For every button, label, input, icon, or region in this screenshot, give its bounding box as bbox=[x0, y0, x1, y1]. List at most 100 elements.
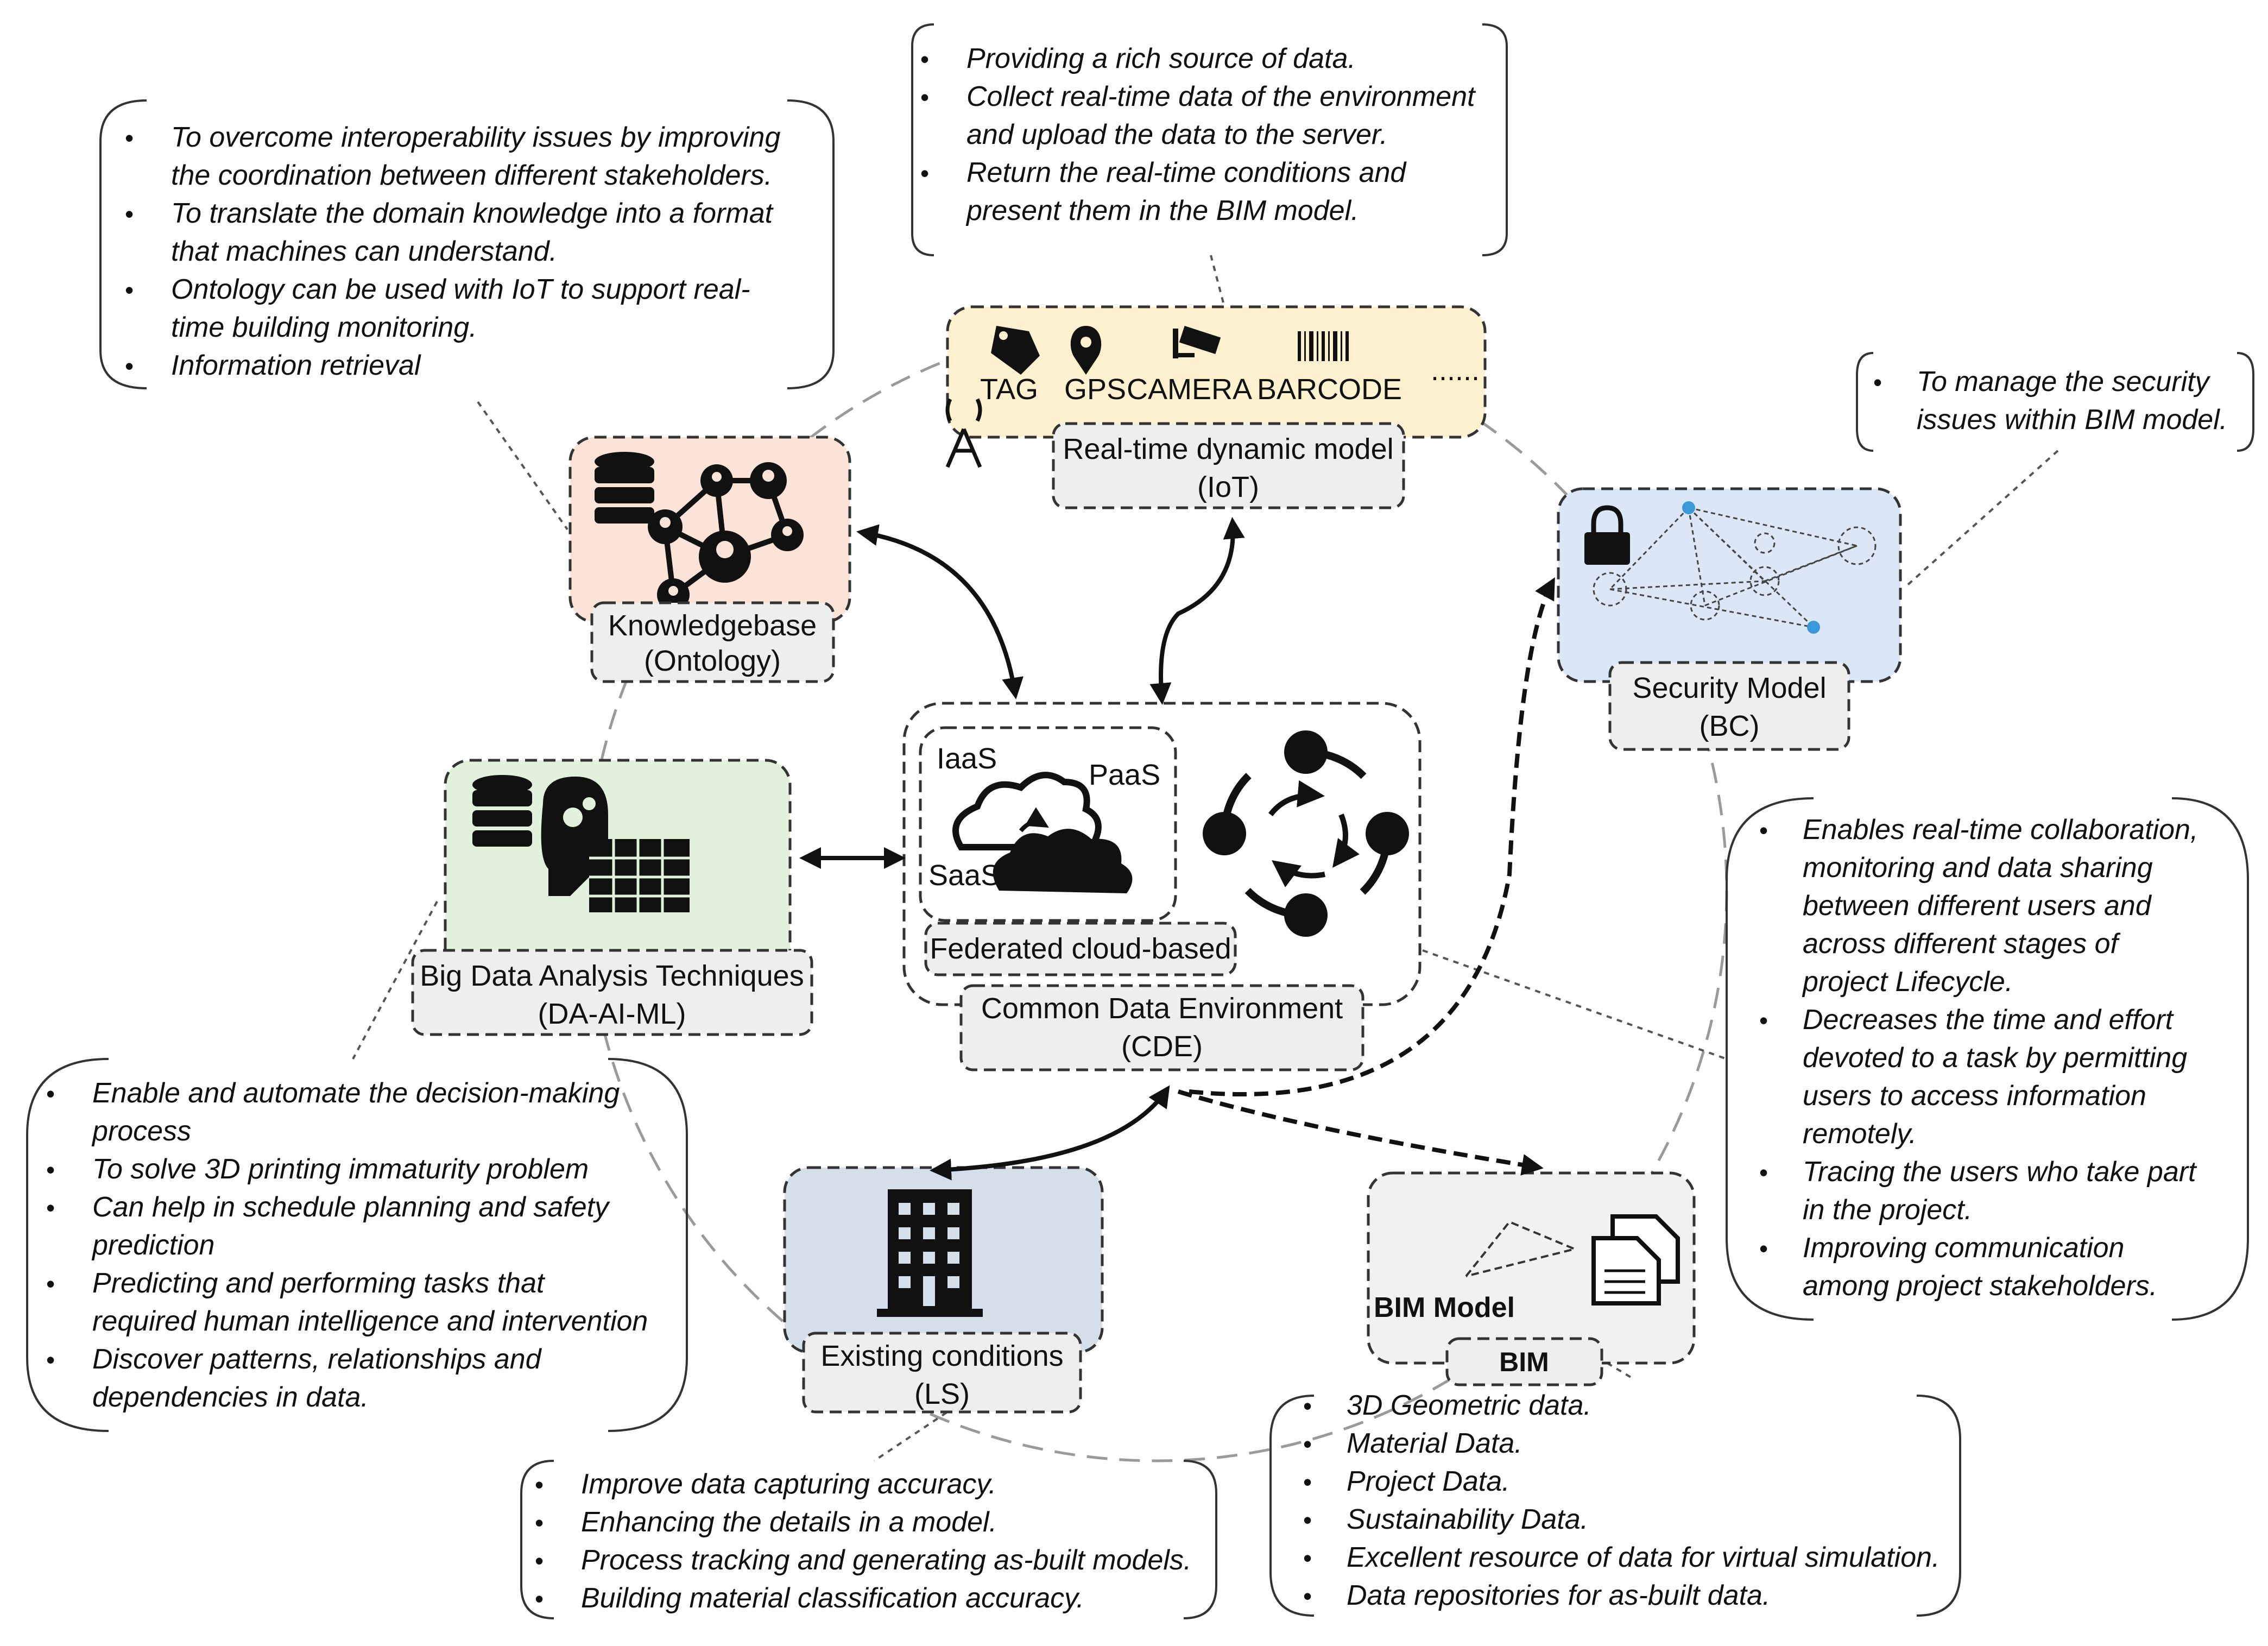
documents-icon bbox=[1591, 1214, 1680, 1306]
svg-text:•: • bbox=[125, 352, 134, 380]
cde-note-12: Improving communication bbox=[1803, 1232, 2124, 1264]
svg-text:•: • bbox=[1303, 1392, 1312, 1420]
existing-note-2: Enhancing the details in a model. bbox=[581, 1506, 997, 1538]
cloud-label-box bbox=[924, 922, 1237, 976]
tag-icon bbox=[991, 326, 1040, 375]
gps-pin-icon bbox=[1070, 326, 1102, 375]
paas-label: PaaS bbox=[1089, 759, 1160, 791]
bim-note-5: Excellent resource of data for virtual s… bbox=[1347, 1542, 1940, 1573]
arrow-cde-security bbox=[1189, 577, 1555, 1096]
svg-text:•: • bbox=[46, 1346, 55, 1374]
cde-note-5: project Lifecycle. bbox=[1802, 966, 2013, 998]
cde-node: IaaS PaaS SaaS Federated cloud-based Com… bbox=[902, 702, 1422, 1071]
existing-note-3: Process tracking and generating as-built… bbox=[581, 1544, 1191, 1576]
network-node-dot bbox=[1807, 621, 1820, 634]
security-note-2: issues within BIM model. bbox=[1917, 404, 2227, 436]
bim-note-2: Material Data. bbox=[1347, 1428, 1522, 1459]
kb-note-3: To translate the domain knowledge into a… bbox=[171, 198, 774, 229]
leader-lines bbox=[352, 255, 2059, 1462]
cde-note-3: between different users and bbox=[1803, 890, 2152, 922]
existing-label-2: (LS) bbox=[914, 1378, 970, 1410]
bigdata-note-8: Discover patterns, relationships and bbox=[92, 1344, 542, 1375]
kb-note-4: that machines can understand. bbox=[171, 236, 557, 267]
svg-text:•: • bbox=[1303, 1506, 1312, 1534]
cde-label-box bbox=[959, 984, 1364, 1071]
cde-note-13: among project stakeholders. bbox=[1803, 1270, 2157, 1302]
bim-label: BIM bbox=[1499, 1347, 1549, 1377]
svg-text:•: • bbox=[920, 45, 929, 73]
svg-text:•: • bbox=[1759, 1006, 1768, 1035]
bigdata-label-1: Big Data Analysis Techniques bbox=[420, 960, 804, 992]
cloud-icon bbox=[952, 772, 1133, 893]
bigdata-note-1: Enable and automate the decision-making bbox=[92, 1077, 620, 1109]
svg-text:•: • bbox=[46, 1194, 55, 1222]
svg-text:•: • bbox=[125, 124, 134, 152]
3d-model-sketch-icon bbox=[1465, 1220, 1578, 1277]
cde-notes: • Enables real-time collaboration, monit… bbox=[1726, 797, 2249, 1321]
svg-text:•: • bbox=[535, 1509, 544, 1537]
svg-text:•: • bbox=[1759, 1234, 1768, 1263]
cde-note-11: in the project. bbox=[1803, 1194, 1972, 1226]
bim-note-4: Sustainability Data. bbox=[1347, 1504, 1588, 1535]
iot-notes: • Providing a rich source of data. • Col… bbox=[911, 23, 1508, 256]
bim-note-1: 3D Geometric data. bbox=[1347, 1390, 1591, 1421]
kb-note-6: time building monitoring. bbox=[171, 312, 477, 343]
svg-text:•: • bbox=[46, 1080, 55, 1108]
svg-text:•: • bbox=[1873, 368, 1882, 396]
svg-text:•: • bbox=[535, 1471, 544, 1499]
bigdata-label-box bbox=[411, 949, 813, 1036]
svg-text:•: • bbox=[1759, 1158, 1768, 1187]
knowledgebase-node: Knowledgebase (Ontology) bbox=[568, 436, 851, 683]
security-node: Security Model (BC) bbox=[1557, 487, 1902, 751]
knowledgebase-notes: • To overcome interoperability issues by… bbox=[99, 99, 835, 389]
svg-text:•: • bbox=[1303, 1430, 1312, 1458]
cloud-label: Federated cloud-based bbox=[930, 932, 1231, 965]
svg-text:•: • bbox=[1303, 1544, 1312, 1572]
cctv-camera-icon bbox=[1173, 325, 1221, 358]
database-icon bbox=[595, 452, 654, 524]
existing-note-4: Building material classification accurac… bbox=[581, 1582, 1084, 1614]
bigdata-note-7: required human intelligence and interven… bbox=[92, 1306, 648, 1337]
bim-notes: • 3D Geometric data. • Material Data. • … bbox=[1269, 1390, 1961, 1617]
svg-text:•: • bbox=[46, 1156, 55, 1184]
iot-box bbox=[946, 305, 1487, 439]
bigdata-note-4: Can help in schedule planning and safety bbox=[92, 1191, 610, 1223]
iot-note-4: Return the real-time conditions and bbox=[966, 157, 1407, 188]
bigdata-note-3: To solve 3D printing immaturity problem bbox=[92, 1153, 589, 1185]
existing-label-box bbox=[802, 1332, 1082, 1414]
security-label-1: Security Model bbox=[1632, 672, 1826, 704]
iot-label-1: Real-time dynamic model bbox=[1063, 433, 1393, 465]
svg-text:•: • bbox=[125, 200, 134, 228]
cde-note-1: Enables real-time collaboration, bbox=[1803, 814, 2198, 846]
existing-notes: • Improve data capturing accuracy. • Enh… bbox=[520, 1460, 1217, 1619]
blockchain-network-icon bbox=[1593, 507, 1877, 628]
svg-text:•: • bbox=[535, 1547, 544, 1575]
connection-arrows bbox=[799, 517, 1555, 1181]
kb-note-7: Information retrieval bbox=[171, 350, 421, 381]
antenna-tower-icon bbox=[945, 398, 982, 468]
cde-note-9: remotely. bbox=[1803, 1118, 1917, 1150]
security-label-2: (BC) bbox=[1700, 710, 1760, 742]
arrow-knowledgebase-cde bbox=[856, 524, 1024, 699]
svg-text:•: • bbox=[1303, 1582, 1312, 1610]
knowledgebase-label-2: (Ontology) bbox=[644, 645, 781, 677]
kb-note-2: the coordination between different stake… bbox=[171, 160, 772, 191]
cde-note-2: monitoring and data sharing bbox=[1803, 852, 2153, 884]
iot-icon-tag: TAG bbox=[980, 373, 1038, 406]
arrow-cde-existing bbox=[930, 1085, 1170, 1181]
bim-label-box bbox=[1445, 1337, 1603, 1386]
data-grid-icon bbox=[589, 839, 690, 912]
kb-note-5: Ontology can be used with IoT to support… bbox=[171, 274, 750, 305]
iot-icon-camera: CAMERA bbox=[1127, 373, 1252, 406]
cde-label-1: Common Data Environment bbox=[981, 992, 1343, 1025]
padlock-icon bbox=[1584, 505, 1630, 565]
bigdata-note-2: process bbox=[91, 1115, 191, 1147]
knowledgebase-label-box bbox=[590, 601, 835, 683]
svg-text:•: • bbox=[1759, 816, 1768, 844]
saas-label: SaaS bbox=[928, 859, 1000, 892]
existing-label-1: Existing conditions bbox=[820, 1340, 1063, 1372]
svg-text:•: • bbox=[535, 1585, 544, 1613]
cycle-icon bbox=[1203, 730, 1409, 937]
bigdata-note-5: prediction bbox=[91, 1229, 214, 1261]
iot-label-2: (IoT) bbox=[1197, 471, 1259, 503]
